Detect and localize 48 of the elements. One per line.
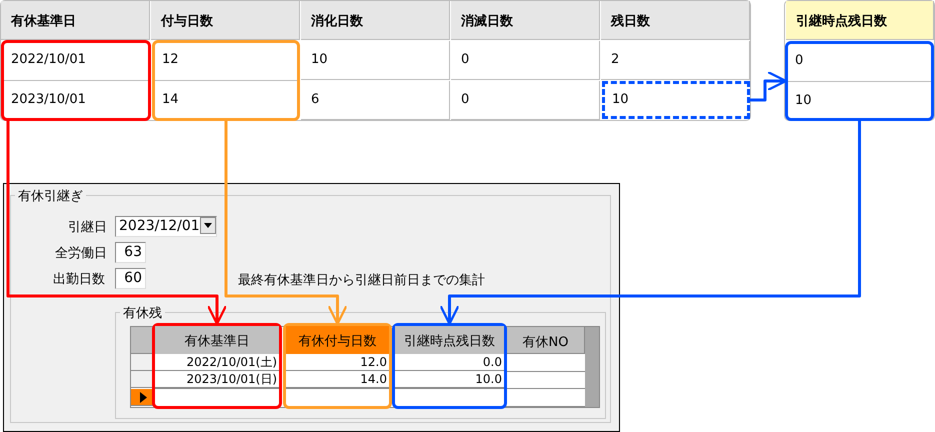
date-value: 2023/10/01 (10, 91, 87, 109)
day-count: 10.0 (395, 371, 504, 388)
day-count: 6 (301, 81, 450, 120)
highlight-frame (152, 40, 300, 121)
highlight-frame (1, 40, 151, 121)
highlight-frame (283, 323, 392, 409)
arrow (224, 121, 348, 325)
column-header: 有休基準日 (155, 326, 279, 354)
highlight-frame (785, 41, 934, 121)
date-field: 2023/12/01 (115, 216, 217, 237)
day-count: 2 (601, 41, 750, 80)
day-count: 10 (301, 41, 450, 80)
field-label: 引継日 (68, 219, 107, 236)
column-header: 有休NO (506, 326, 585, 354)
day-count: 0.0 (395, 354, 504, 371)
highlight-frame (602, 81, 750, 119)
day-count: 0 (788, 44, 931, 82)
column-header: 引継時点残日数 (395, 326, 504, 354)
field-label: 全労働日 (55, 245, 107, 262)
day-count: 10 (611, 91, 630, 109)
number-field: 60 (115, 268, 146, 289)
date-value: 2023/10/01(日) (155, 371, 279, 388)
column-header: 引継時点残日数 (786, 1, 934, 40)
day-count: 14 (161, 91, 180, 109)
arrow (439, 121, 861, 325)
number-field: 63 (115, 242, 146, 263)
arrow (750, 70, 787, 102)
highlight-frame (392, 323, 507, 409)
day-count: 12 (155, 43, 297, 81)
field-label: 出勤日数 (53, 271, 105, 288)
day-count: 0 (451, 81, 600, 120)
column-header: 消滅日数 (451, 1, 600, 40)
note-text: 最終有休基準日から引継日前日までの集計 (238, 272, 485, 289)
column-header: 消化日数 (301, 1, 450, 40)
group-box-title: 有休残 (120, 304, 165, 322)
arrow (6, 121, 228, 325)
date-value: 2022/10/01 (4, 43, 148, 81)
highlight-frame (152, 323, 282, 409)
day-count: 10 (794, 92, 813, 110)
column-header: 有休基準日 (1, 1, 150, 40)
column-header: 有休付与日数 (286, 326, 389, 354)
day-count: 0 (451, 41, 600, 80)
day-count: 14.0 (286, 371, 389, 388)
day-count: 12.0 (286, 354, 389, 371)
group-box-title: 有休引継ぎ (15, 187, 86, 205)
date-value: 2022/10/01(土) (155, 354, 279, 371)
column-header: 付与日数 (151, 1, 300, 40)
column-header: 残日数 (601, 1, 750, 40)
